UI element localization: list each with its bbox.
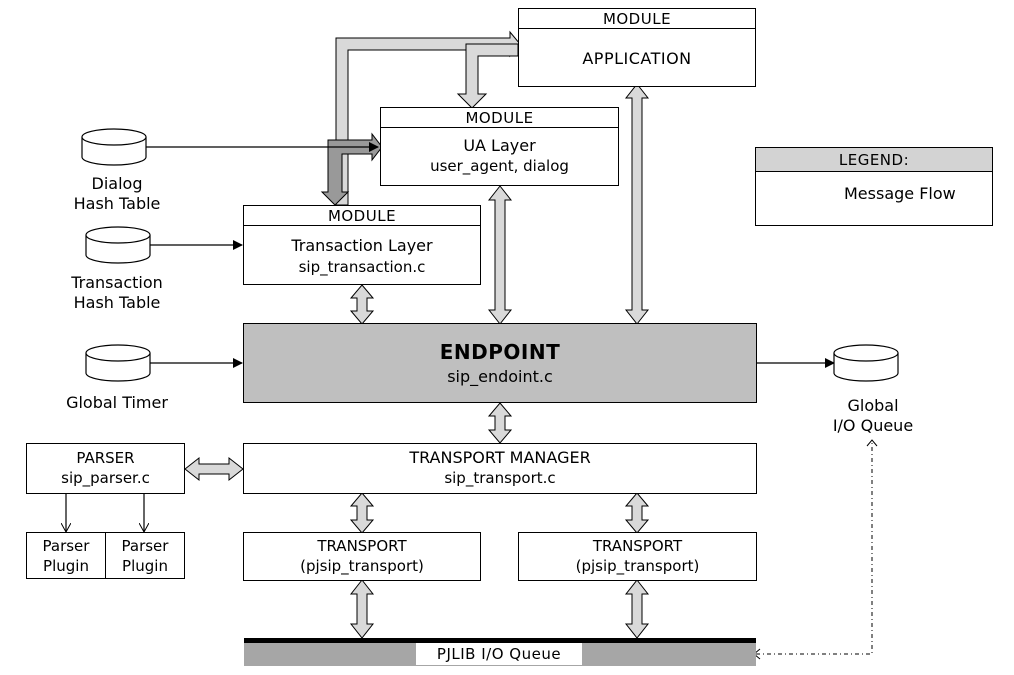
parser-transport-manager-arrow xyxy=(184,456,244,482)
db-label-line1: Global Timer xyxy=(66,393,168,412)
global-io-queue-label: Global I/O Queue xyxy=(808,396,938,436)
module-header: MODULE xyxy=(519,9,755,29)
transaction-hash-table-label: Transaction Hash Table xyxy=(40,273,194,313)
tm-transport-right-arrow xyxy=(624,492,650,534)
db-label-line2: I/O Queue xyxy=(832,416,914,435)
transport-left-box: TRANSPORT (pjsip_transport) xyxy=(243,532,481,581)
dialog-hash-table-label: Dialog Hash Table xyxy=(40,174,194,214)
ua-to-transaction-flow-arrow xyxy=(320,132,383,206)
app-endpoint-arrow xyxy=(624,83,650,325)
db-label-line1: Transaction xyxy=(71,273,163,292)
legend-box: LEGEND: Message Flow xyxy=(755,147,993,226)
ua-endpoint-arrow xyxy=(487,185,513,325)
parser-title: PARSER xyxy=(76,449,135,467)
dialog-hash-table-db-icon xyxy=(81,128,147,166)
module-header: MODULE xyxy=(381,108,618,128)
pjlib-io-queue-label: PJLIB I/O Queue xyxy=(436,645,562,663)
global-timer-label: Global Timer xyxy=(40,393,194,413)
db-label-line1: Dialog xyxy=(91,174,143,193)
transaction-layer-module: MODULE Transaction Layer sip_transaction… xyxy=(243,205,481,285)
endpoint-transport-manager-arrow xyxy=(487,402,513,444)
legend-title: LEGEND: xyxy=(756,148,992,172)
module-subtitle: user_agent, dialog xyxy=(430,157,569,175)
plugin-line2: Plugin xyxy=(43,557,89,575)
module-title: Transaction Layer xyxy=(291,236,433,255)
parser-plugin-right: Parser Plugin xyxy=(105,532,185,579)
transport-subtitle: (pjsip_transport) xyxy=(575,557,700,575)
transport-right-queue-arrow xyxy=(624,579,650,639)
transport-right-box: TRANSPORT (pjsip_transport) xyxy=(518,532,757,581)
transport-title: TRANSPORT xyxy=(592,537,683,555)
app-to-ua-flow-arrow xyxy=(456,43,519,109)
plugin-line2: Plugin xyxy=(122,557,168,575)
legend-item-label: Message Flow xyxy=(844,184,956,203)
plugin-line1: Parser xyxy=(121,537,169,555)
endpoint-title: ENDPOINT xyxy=(439,340,561,364)
transport-manager-title: TRANSPORT MANAGER xyxy=(409,448,591,467)
transport-left-queue-arrow xyxy=(349,579,375,639)
parser-plugin-left: Parser Plugin xyxy=(26,532,106,579)
transport-manager-subtitle: sip_transport.c xyxy=(444,469,556,487)
db-label-line1: Global xyxy=(847,396,899,415)
io-queue-dashed-link xyxy=(756,440,873,655)
transport-manager-box: TRANSPORT MANAGER sip_transport.c xyxy=(243,443,757,494)
transaction-hash-table-db-icon xyxy=(85,226,151,264)
application-module: MODULE APPLICATION xyxy=(518,8,756,87)
parser-subtitle: sip_parser.c xyxy=(61,469,150,487)
transport-subtitle: (pjsip_transport) xyxy=(300,557,424,575)
module-header: MODULE xyxy=(244,206,480,226)
module-title: APPLICATION xyxy=(582,49,692,68)
module-title: UA Layer xyxy=(463,136,536,155)
pjlib-io-queue-bar xyxy=(244,638,756,666)
global-io-queue-db-icon xyxy=(833,344,899,382)
tm-transport-left-arrow xyxy=(349,492,375,534)
db-label-line2: Hash Table xyxy=(73,293,161,312)
db-label-line2: Hash Table xyxy=(73,194,161,213)
plugin-line1: Parser xyxy=(42,537,90,555)
parser-box: PARSER sip_parser.c xyxy=(26,443,185,494)
global-timer-db-icon xyxy=(85,344,151,382)
transaction-endpoint-arrow xyxy=(349,284,375,325)
ua-layer-module: MODULE UA Layer user_agent, dialog xyxy=(380,107,619,186)
endpoint-subtitle: sip_endoint.c xyxy=(447,367,553,386)
module-subtitle: sip_transaction.c xyxy=(298,258,426,276)
transport-title: TRANSPORT xyxy=(317,537,407,555)
endpoint-box: ENDPOINT sip_endoint.c xyxy=(243,323,757,403)
